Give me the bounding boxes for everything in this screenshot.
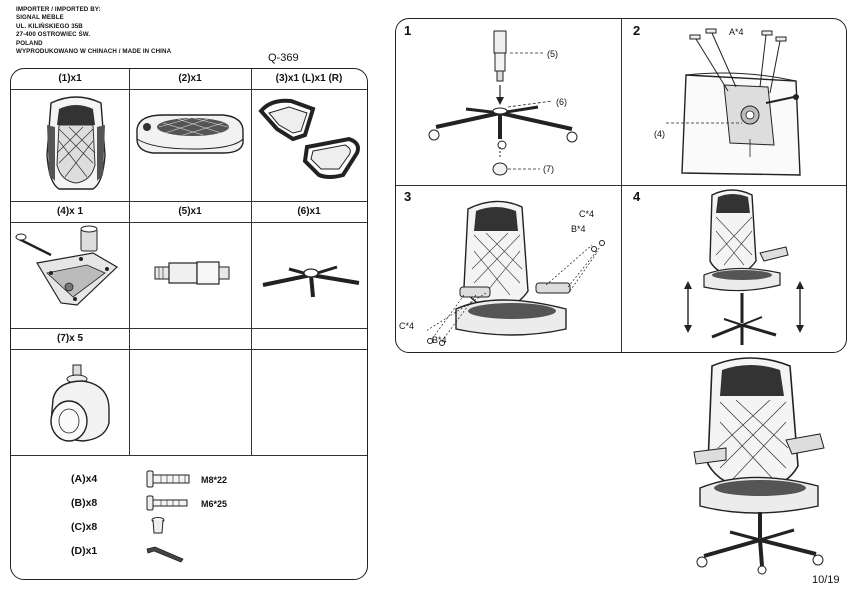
step1-callout-7: (7) (543, 164, 554, 174)
step1-callout-5: (5) (547, 49, 558, 59)
parts-divider (11, 455, 367, 456)
part-label-6: (6)x1 (297, 206, 321, 217)
parts-list-panel: (1)x1 (2)x1 (3)x1 (L)x1 (R) (4)x 1 (5)x1… (10, 68, 368, 580)
parts-label-row (11, 69, 367, 90)
importer-line: IMPORTER / IMPORTED BY: (16, 6, 101, 13)
parts-label-row (11, 328, 367, 350)
importer-line: POLAND (16, 39, 43, 47)
hardware-c-label: (C)x8 (71, 521, 98, 533)
step3-callout-c-bottom: C*4 (399, 321, 415, 331)
parts-divider (129, 69, 130, 455)
parts-label-row (11, 201, 367, 223)
allen-key-d-icon (146, 546, 184, 563)
model-code: Q-369 (268, 52, 299, 64)
part-label-5: (5)x1 (178, 206, 202, 217)
step-number-3: 3 (404, 189, 412, 204)
step-number-4: 4 (633, 189, 641, 204)
part-label-4: (4)x 1 (56, 206, 84, 217)
step2-illustration (666, 28, 801, 176)
part-label-3: (3)x1 (L)x1 (R) (275, 73, 343, 84)
parts-divider (251, 69, 252, 455)
importer-line: WYPRODUKOWANO W CHINACH / MADE IN CHINA (16, 48, 172, 56)
importer-line: 27-400 OSTROWIEC ŚW. (16, 31, 91, 39)
part-label-1: (1)x1 (58, 73, 82, 84)
step3-callout-b-top: B*4 (571, 224, 586, 234)
page-number: 10/19 (812, 574, 840, 586)
caster-illustration (50, 364, 110, 442)
hardware-d-label: (D)x1 (71, 545, 98, 557)
seat-illustration (136, 114, 244, 154)
step-number-1: 1 (404, 23, 412, 38)
backrest-illustration (46, 96, 106, 190)
step3-callout-b-bottom: B*4 (432, 335, 447, 345)
steps-divider (396, 185, 846, 186)
step1-illustration (428, 30, 578, 176)
hardware-b-spec: M6*25 (201, 499, 228, 509)
gas-lift-illustration (154, 261, 230, 285)
importer-info: IMPORTER / IMPORTED BY: SIGNAL MEBLE UL.… (16, 6, 171, 56)
hardware-a-label: (A)x4 (71, 473, 98, 485)
step4-illustration (684, 189, 804, 345)
part-label-2: (2)x1 (178, 73, 202, 84)
bolt-b-icon (146, 495, 188, 511)
hardware-b-label: (B)x8 (71, 497, 98, 509)
importer-line: UL. KILIŃSKIEGO 35B (16, 22, 83, 30)
assembly-steps-panel: 1 2 3 4 (5) (6) (7) (395, 18, 847, 353)
assembled-chair-illustration (693, 357, 825, 575)
step-number-2: 2 (633, 23, 641, 38)
washer-c-icon (151, 517, 165, 534)
importer-line: SIGNAL MEBLE (16, 14, 64, 22)
bolt-a-icon (146, 470, 190, 488)
step1-callout-6: (6) (556, 97, 567, 107)
step3-callout-c-top: C*4 (579, 209, 595, 219)
mechanism-illustration (15, 225, 118, 306)
step2-callout-a: A*4 (729, 27, 744, 37)
step3-illustration (425, 200, 605, 346)
part-label-7: (7)x 5 (56, 333, 84, 344)
hardware-a-spec: M8*22 (201, 475, 228, 485)
armrest-plates-illustration (258, 98, 360, 179)
step2-callout-4: (4) (654, 129, 665, 139)
base-illustration (262, 265, 360, 298)
